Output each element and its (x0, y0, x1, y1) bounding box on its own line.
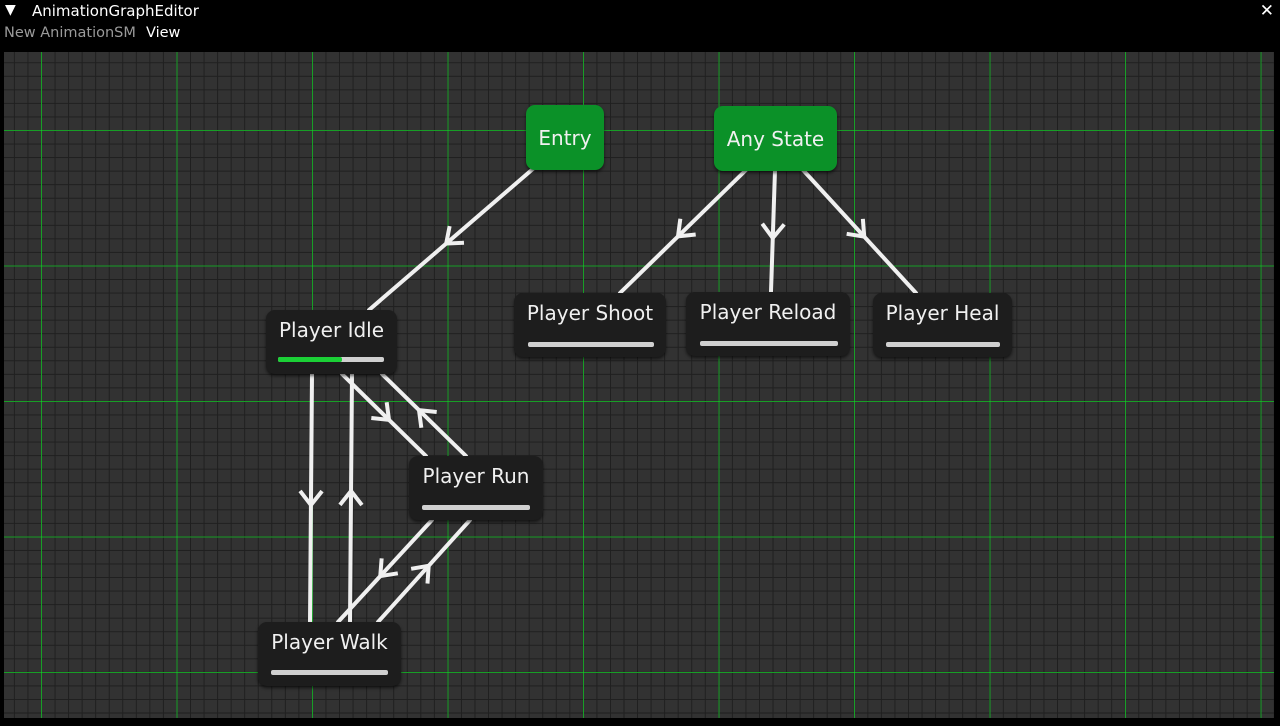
transition-line (380, 372, 468, 458)
transition-line (801, 168, 918, 295)
state-progress-bar (422, 505, 530, 510)
transition-any-to-reload[interactable] (760, 168, 786, 294)
transition-arrow-icon (416, 407, 437, 429)
state-label: Player Idle (278, 318, 385, 342)
graph-canvas[interactable]: Entry Any State Player Idle Player Shoot… (4, 52, 1274, 718)
state-label: Player Reload (699, 300, 837, 324)
state-progress-bar (700, 341, 838, 346)
state-label: Any State (726, 126, 825, 151)
state-node-entry[interactable]: Entry (526, 105, 604, 170)
transition-any-to-heal[interactable] (801, 168, 918, 295)
transition-arrow-icon (846, 218, 867, 240)
transition-idle-to-walk[interactable] (298, 372, 324, 624)
menu-view[interactable]: View (146, 25, 181, 41)
state-progress-bar (528, 342, 654, 347)
title-bar: ▼ AnimationGraphEditor ✕ (0, 0, 1280, 22)
transition-walk-to-idle[interactable] (338, 372, 364, 624)
state-label: Player Shoot (526, 301, 654, 325)
menu-bar: New AnimationSM View (0, 22, 1280, 44)
state-label: Player Run (422, 464, 530, 488)
state-node-player-shoot[interactable]: Player Shoot (514, 293, 666, 357)
transition-arrow-icon (298, 489, 324, 509)
state-node-player-reload[interactable]: Player Reload (686, 292, 850, 356)
transition-arrow-icon (338, 487, 364, 507)
transition-line (308, 372, 314, 624)
state-node-player-heal[interactable]: Player Heal (873, 293, 1012, 357)
triangle-down-icon[interactable]: ▼ (5, 2, 16, 18)
state-node-player-idle[interactable]: Player Idle (266, 310, 397, 374)
state-node-any-state[interactable]: Any State (714, 106, 837, 171)
transition-line (336, 518, 434, 624)
transition-arrow-icon (410, 563, 431, 584)
transition-line (348, 372, 354, 624)
state-progress-bar (271, 670, 388, 675)
state-node-player-run[interactable]: Player Run (409, 456, 543, 520)
window-title: AnimationGraphEditor (32, 2, 199, 20)
state-label: Player Walk (271, 630, 388, 654)
transition-line (340, 372, 428, 458)
transition-walk-to-run[interactable] (376, 518, 472, 624)
state-progress-bar (278, 357, 384, 362)
state-node-player-walk[interactable]: Player Walk (258, 622, 401, 686)
transition-line (618, 168, 748, 295)
transition-layer (298, 166, 918, 624)
transition-any-to-shoot[interactable] (618, 168, 748, 295)
transition-entry-to-idle[interactable] (367, 166, 536, 312)
transition-arrow-icon (675, 218, 696, 239)
transition-line (769, 168, 777, 294)
state-label: Entry (538, 125, 592, 150)
state-label: Player Heal (885, 301, 1000, 325)
transition-arrow-icon (378, 558, 399, 579)
close-icon[interactable]: ✕ (1259, 1, 1274, 21)
menu-new-animation-sm[interactable]: New AnimationSM (4, 25, 136, 41)
transition-run-to-idle[interactable] (380, 372, 468, 458)
state-progress-fill (278, 357, 342, 362)
transition-line (367, 166, 536, 312)
transition-arrow-icon (443, 225, 465, 246)
transition-arrow-icon (760, 222, 786, 242)
transition-run-to-walk[interactable] (336, 518, 434, 624)
transition-line (376, 518, 472, 624)
transition-idle-to-run[interactable] (340, 372, 428, 458)
transition-arrow-icon (371, 401, 392, 423)
state-progress-bar (886, 342, 1000, 347)
